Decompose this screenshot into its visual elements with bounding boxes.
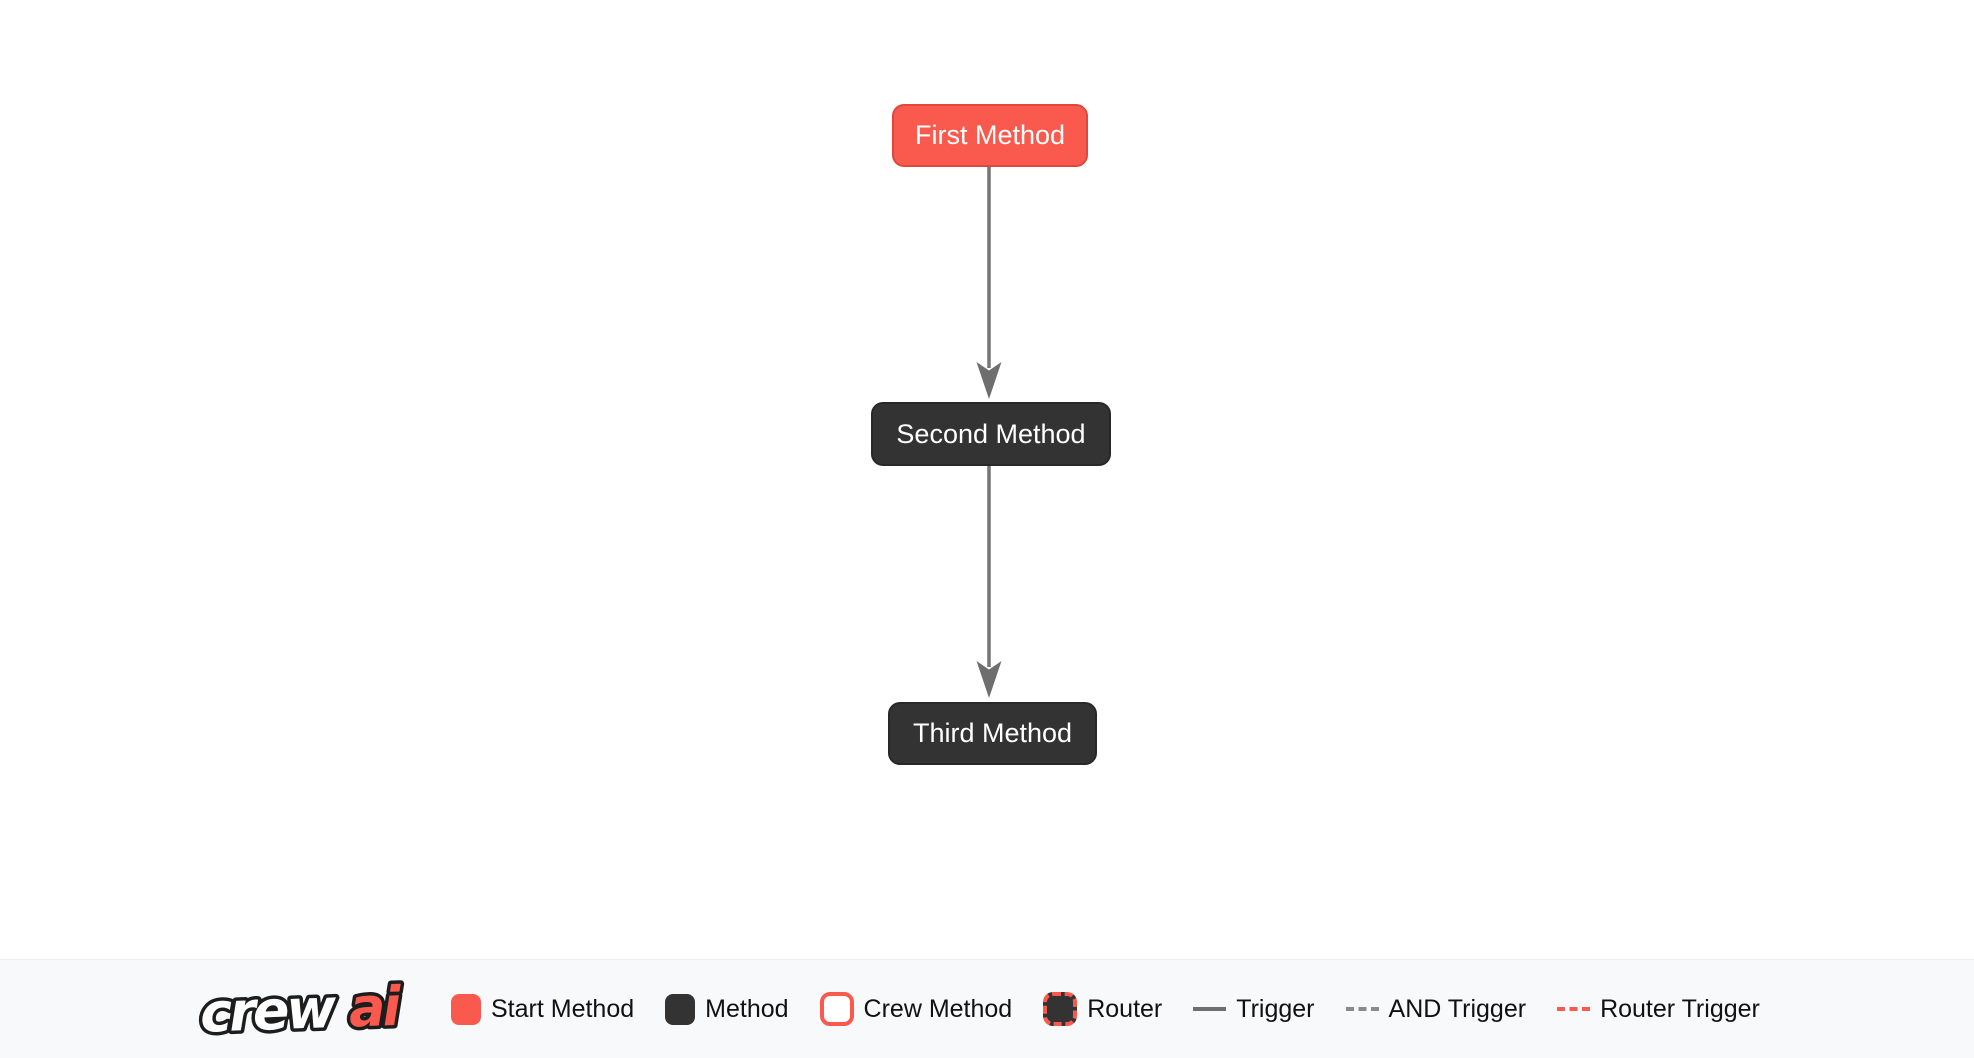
router-trigger-line-icon	[1557, 1007, 1591, 1011]
node-third-method-label: Third Method	[912, 718, 1073, 748]
legend-bar: crew ai Start Method Method Crew Method …	[0, 959, 1974, 1058]
flow-canvas[interactable]: First Method Second Method Third Method	[0, 0, 1974, 959]
legend-label-method: Method	[705, 994, 789, 1023]
legend-label-trigger: Trigger	[1236, 994, 1315, 1023]
start-method-swatch-icon	[451, 993, 481, 1025]
node-second-method[interactable]: Second Method	[871, 402, 1111, 466]
crewai-logo: crew ai	[196, 971, 407, 1048]
legend-label-start-method: Start Method	[491, 994, 635, 1023]
legend-item-router-trigger: Router Trigger	[1557, 995, 1760, 1024]
legend-item-start-method: Start Method	[451, 993, 635, 1025]
node-third-method[interactable]: Third Method	[888, 702, 1097, 765]
legend-item-trigger: Trigger	[1193, 994, 1315, 1024]
legend-item-crew-method: Crew Method	[819, 992, 1013, 1026]
legend-label-and-trigger: AND Trigger	[1388, 994, 1527, 1023]
legend-label-router: Router	[1087, 994, 1163, 1023]
method-swatch-icon	[665, 993, 696, 1025]
legend-item-method: Method	[665, 993, 789, 1025]
and-trigger-line-icon	[1345, 1007, 1379, 1011]
node-first-method[interactable]: First Method	[892, 104, 1088, 167]
node-first-method-label: First Method	[914, 120, 1066, 150]
node-second-method-label: Second Method	[896, 418, 1086, 449]
svg-text:crew ai: crew ai	[199, 975, 403, 1045]
logo-text-crew: crew	[199, 977, 338, 1045]
crew-method-swatch-icon	[819, 992, 854, 1026]
router-swatch-icon	[1043, 992, 1078, 1026]
legend-items: Start Method Method Crew Method Router T…	[451, 992, 1760, 1026]
legend-item-router: Router	[1043, 992, 1162, 1026]
trigger-line-icon	[1193, 1007, 1227, 1011]
legend-item-and-trigger: AND Trigger	[1345, 994, 1527, 1024]
legend-label-crew-method: Crew Method	[863, 994, 1013, 1023]
legend-label-router-trigger: Router Trigger	[1600, 994, 1760, 1023]
logo-text-ai: ai	[348, 975, 404, 1040]
edge-trigger-first-second	[976, 167, 1002, 399]
edge-trigger-second-third	[976, 466, 1002, 698]
